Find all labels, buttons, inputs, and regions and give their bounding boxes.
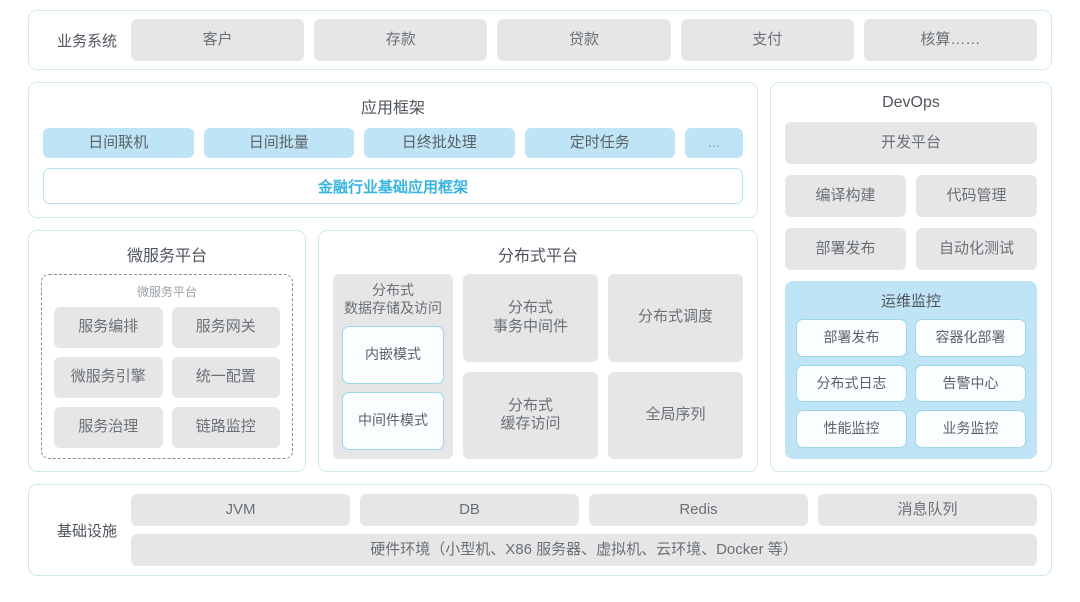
business-system-loan[interactable]: 贷款	[497, 19, 671, 61]
distributed-item-scheduling[interactable]: 分布式调度	[608, 274, 743, 362]
microservice-platform-card: 微服务平台 微服务平台 服务编排 服务网关 微服务引擎 统一配置 服务治理 链路…	[28, 230, 306, 472]
app-framework-item-daytime-batch[interactable]: 日间批量	[203, 128, 354, 158]
ops-monitoring-panel: 运维监控 部署发布 容器化部署 分布式日志 告警中心 性能监控 业务监控	[785, 281, 1037, 459]
devops-item-automated-testing[interactable]: 自动化测试	[916, 228, 1037, 270]
ops-item-performance-monitoring[interactable]: 性能监控	[796, 410, 907, 448]
microservice-platform-title: 微服务平台	[126, 248, 207, 265]
middle-area: 应用框架 日间联机 日间批量 日终批处理 定时任务 ... 金融行业基础应用框架…	[28, 82, 1052, 472]
microservice-platform-dashed-box: 微服务平台 服务编排 服务网关 微服务引擎 统一配置 服务治理 链路监控	[41, 274, 293, 459]
platform-column: 应用框架 日间联机 日间批量 日终批处理 定时任务 ... 金融行业基础应用框架…	[28, 82, 758, 472]
infrastructure-section: 基础设施 JVM DB Redis 消息队列 硬件环境（小型机、X86 服务器、…	[28, 484, 1052, 576]
devops-item-deploy-release[interactable]: 部署发布	[785, 228, 906, 270]
distributed-storage-header: 分布式 数据存储及访问	[344, 282, 442, 318]
distributed-storage-header-line1: 分布式	[372, 282, 414, 298]
infrastructure-hardware-environment[interactable]: 硬件环境（小型机、X86 服务器、虚拟机、云环境、Docker 等）	[131, 534, 1037, 566]
infrastructure-items: JVM DB Redis 消息队列	[131, 494, 1037, 526]
app-framework-item-more[interactable]: ...	[685, 128, 743, 158]
application-framework-title: 应用框架	[360, 100, 425, 117]
distributed-item-global-sequence[interactable]: 全局序列	[608, 371, 743, 459]
distributed-storage-mode-middleware[interactable]: 中间件模式	[342, 391, 444, 450]
microservice-item-trace-monitoring[interactable]: 链路监控	[171, 407, 280, 448]
infrastructure-stack: JVM DB Redis 消息队列 硬件环境（小型机、X86 服务器、虚拟机、云…	[131, 494, 1037, 566]
business-system-customer[interactable]: 客户	[131, 19, 305, 61]
distributed-storage-mode-embedded[interactable]: 内嵌模式	[342, 325, 444, 384]
app-framework-item-daytime-online[interactable]: 日间联机	[43, 128, 194, 158]
ops-monitoring-title: 运维监控	[880, 293, 941, 310]
ops-item-deploy-release[interactable]: 部署发布	[796, 319, 907, 357]
ops-item-containerized-deploy[interactable]: 容器化部署	[915, 319, 1026, 357]
business-systems-section: 业务系统 客户 存款 贷款 支付 核算……	[28, 10, 1052, 70]
distributed-item-transaction-middleware-line2: 事务中间件	[492, 317, 568, 335]
distributed-item-cache-access-line2: 缓存访问	[500, 415, 561, 433]
business-system-accounting[interactable]: 核算……	[863, 19, 1038, 61]
business-system-payment[interactable]: 支付	[680, 19, 854, 61]
app-framework-item-eod-batch[interactable]: 日终批处理	[364, 128, 515, 158]
infrastructure-item-message-queue[interactable]: 消息队列	[818, 494, 1037, 526]
distributed-platform-items: 分布式 事务中间件 分布式调度 分布式 缓存访问	[463, 274, 743, 459]
distributed-storage-header-line2: 数据存储及访问	[344, 299, 442, 316]
lower-platform-row: 微服务平台 微服务平台 服务编排 服务网关 微服务引擎 统一配置 服务治理 链路…	[28, 230, 758, 472]
distributed-storage-card[interactable]: 分布式 数据存储及访问 内嵌模式 中间件模式	[333, 274, 453, 459]
ops-item-business-monitoring[interactable]: 业务监控	[915, 410, 1026, 448]
distributed-item-transaction-middleware[interactable]: 分布式 事务中间件	[463, 274, 598, 362]
devops-item-dev-platform[interactable]: 开发平台	[785, 122, 1037, 164]
application-framework-card: 应用框架 日间联机 日间批量 日终批处理 定时任务 ... 金融行业基础应用框架	[28, 82, 758, 218]
microservice-platform-inner-label: 微服务平台	[136, 285, 197, 299]
infrastructure-item-redis[interactable]: Redis	[589, 494, 808, 526]
microservice-item-service-gateway[interactable]: 服务网关	[171, 307, 280, 348]
distributed-item-cache-access-line1: 分布式	[507, 396, 553, 414]
devops-title: DevOps	[882, 94, 940, 111]
devops-card: DevOps 开发平台 编译构建 代码管理 部署发布 自动化测试 运维监控 部署…	[770, 82, 1052, 472]
microservice-item-service-governance[interactable]: 服务治理	[54, 407, 163, 448]
distributed-item-transaction-middleware-line1: 分布式	[507, 299, 553, 316]
microservice-item-service-orchestration[interactable]: 服务编排	[54, 307, 163, 348]
devops-item-compile-build[interactable]: 编译构建	[785, 175, 906, 217]
devops-items-row-2: 部署发布 自动化测试	[785, 228, 1037, 270]
distributed-platform-body: 分布式 数据存储及访问 内嵌模式 中间件模式 分布式 事务中间件	[333, 274, 743, 459]
ops-monitoring-items: 部署发布 容器化部署 分布式日志 告警中心 性能监控 业务监控	[796, 319, 1026, 448]
ops-item-distributed-logs[interactable]: 分布式日志	[796, 364, 907, 403]
infrastructure-label: 基础设施	[56, 522, 117, 540]
app-framework-item-scheduled-task[interactable]: 定时任务	[524, 128, 675, 158]
infrastructure-item-jvm[interactable]: JVM	[131, 494, 350, 526]
distributed-platform-card: 分布式平台 分布式 数据存储及访问 内嵌模式 中间件模式	[318, 230, 758, 472]
microservice-item-microservice-engine[interactable]: 微服务引擎	[54, 357, 163, 398]
business-systems-label: 业务系统	[56, 32, 117, 50]
application-framework-items: 日间联机 日间批量 日终批处理 定时任务 ...	[43, 128, 743, 158]
microservice-platform-items: 服务编排 服务网关 微服务引擎 统一配置 服务治理 链路监控	[54, 307, 280, 448]
business-system-deposit[interactable]: 存款	[314, 19, 488, 61]
financial-base-framework-bar[interactable]: 金融行业基础应用框架	[43, 168, 743, 204]
devops-item-code-management[interactable]: 代码管理	[916, 175, 1037, 217]
distributed-item-cache-access[interactable]: 分布式 缓存访问	[463, 371, 598, 459]
ops-item-alert-center[interactable]: 告警中心	[915, 364, 1026, 403]
devops-items-row-1: 编译构建 代码管理	[785, 175, 1037, 217]
microservice-item-unified-config[interactable]: 统一配置	[171, 357, 280, 398]
devops-column: DevOps 开发平台 编译构建 代码管理 部署发布 自动化测试 运维监控 部署…	[770, 82, 1052, 472]
infrastructure-item-db[interactable]: DB	[360, 494, 579, 526]
business-systems-items: 客户 存款 贷款 支付 核算……	[131, 19, 1038, 61]
distributed-platform-title: 分布式平台	[497, 248, 578, 265]
